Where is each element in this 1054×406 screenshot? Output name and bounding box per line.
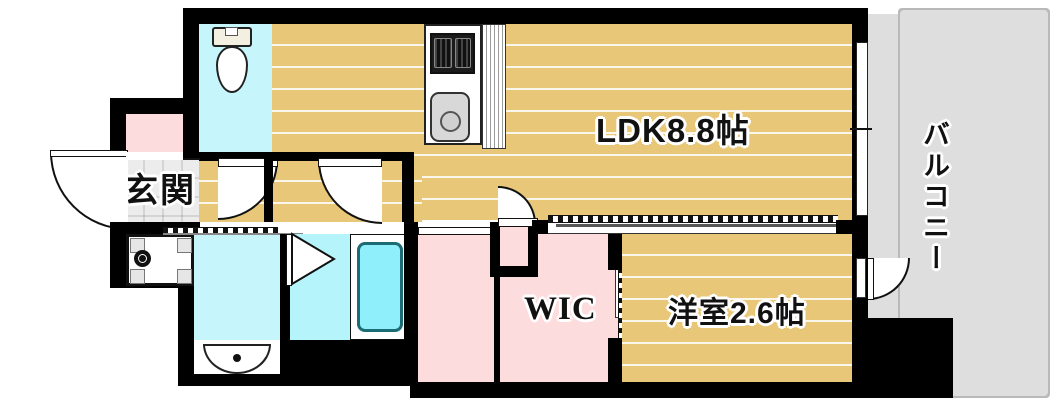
toilet-door-leaf (218, 158, 278, 167)
entrance-door-arc (50, 152, 128, 230)
wall-ldk-door-jamb (402, 152, 414, 222)
wall-wic-right-lower (608, 338, 622, 382)
ldk-bedroom-door-panel (556, 224, 836, 227)
washbasin-drain-icon (233, 354, 241, 362)
stove-burner-right (455, 38, 471, 68)
washer-corner-br (177, 269, 192, 284)
washer-corner-bl (130, 269, 145, 284)
wall-entrance-top (110, 98, 194, 114)
corridor-gap (126, 152, 183, 160)
toilet-tank-detail (225, 27, 238, 36)
wall-bath-right (404, 222, 418, 382)
balcony-label: バルコニー (919, 120, 949, 275)
bedroom-floor (622, 234, 852, 382)
wall-wic-nook-left (490, 222, 500, 277)
wall-hall-ldk (264, 152, 273, 222)
balcony-inner-edge (898, 8, 1050, 398)
wall-left-lower (110, 222, 126, 286)
toilet-bowl (216, 46, 248, 93)
ldk-door-leaf (318, 158, 382, 167)
sink-drain-icon (440, 111, 461, 132)
wall-top (183, 8, 868, 24)
closet-door-strip (418, 227, 500, 235)
wic-label: WIC (524, 291, 597, 327)
ldk-label: LDK8.8帖 (596, 112, 750, 149)
genkan-label: 玄関 (124, 172, 196, 210)
kitchen-cabinet (482, 24, 506, 149)
wall-ldk-step (264, 152, 410, 161)
washer-corner-tr (177, 238, 192, 253)
stove-burner-left (434, 38, 452, 68)
ldk-bedroom-sliding-door[interactable] (548, 215, 838, 223)
wall-washroom-bath (280, 234, 290, 382)
wall-partition-right-jamb (836, 220, 854, 234)
wall-wic-nook-right (528, 222, 538, 277)
wall-wic-right-mid (608, 234, 622, 270)
washroom-floor (194, 234, 280, 340)
structure-block-bottom-right (868, 318, 953, 398)
genkan-floor (126, 160, 199, 222)
entrance-door-leaf (50, 150, 128, 157)
bedroom-balcony-door[interactable] (856, 258, 866, 298)
closet-floor (418, 234, 500, 382)
wic-nook (494, 222, 534, 264)
bedroom-label: 洋室2.6帖 (668, 297, 806, 330)
wall-bottom-right (410, 382, 868, 398)
wall-left-washroom (178, 272, 194, 382)
washroom-door-track (163, 233, 303, 235)
wall-wic-nook-bottom (490, 266, 538, 277)
wall-toilet-bottom (199, 152, 272, 161)
shoe-closet (126, 114, 183, 152)
bathroom-wall-bottom (280, 340, 412, 382)
ldk-window-mullion (850, 128, 872, 130)
wall-entrance-left (110, 98, 126, 162)
washer-drain-inner (138, 254, 147, 263)
bathtub (357, 242, 403, 332)
bathroom-folding-door-icon (291, 232, 336, 286)
